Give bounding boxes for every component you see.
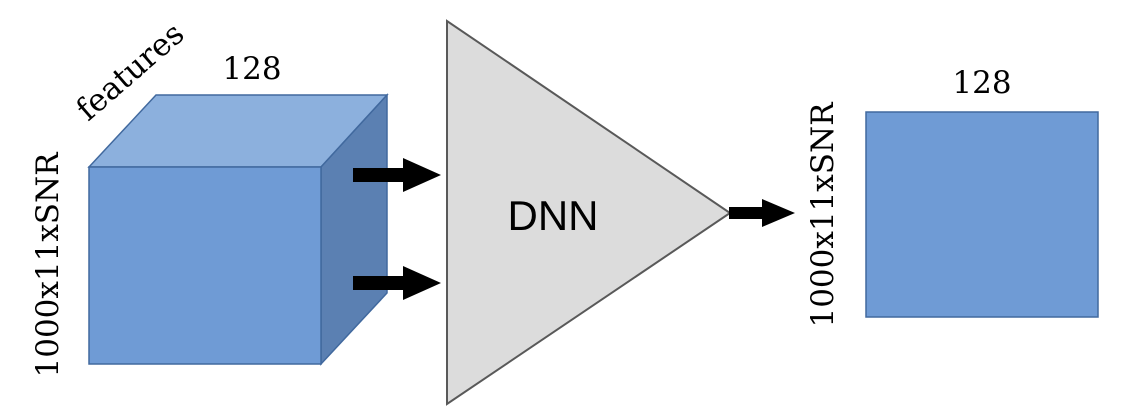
output-arrow-icon — [729, 199, 795, 227]
output-feature-rectangle[interactable] — [865, 111, 1099, 318]
input-feature-cube[interactable] — [87, 93, 389, 366]
dnn-triangle[interactable] — [446, 19, 732, 406]
output-rect-top-label: 128 — [952, 65, 1011, 101]
input-cube-top-label: 128 — [222, 51, 281, 87]
input-cube-side-label: 1000x11xSNR — [30, 151, 66, 378]
output-rect-side-label: 1000x11xSNR — [805, 101, 841, 328]
dnn-label: DNN — [508, 192, 599, 239]
cube-front-face — [88, 166, 322, 365]
input-arrow-top-icon — [353, 158, 441, 192]
input-arrow-bottom-icon — [353, 266, 441, 300]
